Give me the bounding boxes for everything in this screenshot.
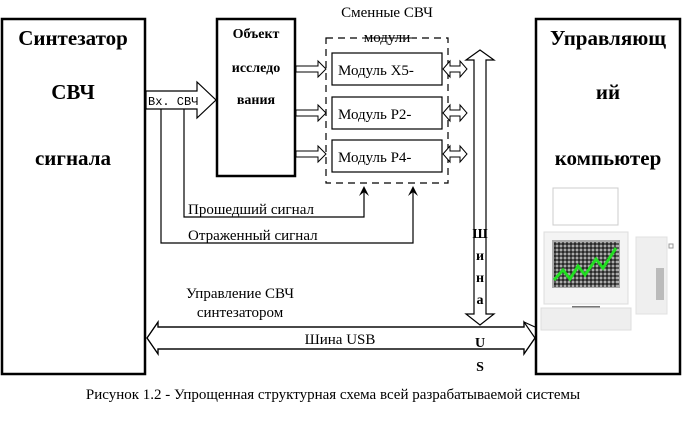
usb-control-label-2: синтезатором — [197, 305, 284, 321]
object-module-arrows — [295, 59, 327, 164]
object-label-3: вания — [237, 93, 276, 108]
keyboard-icon — [540, 307, 632, 331]
usb-control-label-1: Управление СВЧ — [186, 286, 294, 302]
bus-letter: и — [476, 249, 484, 264]
synthesizer-block: Синтезатор СВЧ сигнала — [0, 17, 147, 376]
usb-label: Шина USB — [305, 332, 376, 348]
modules-group-title-1: Сменные СВЧ — [341, 5, 433, 21]
object-label-2: исследо — [232, 61, 280, 76]
input-arrow: Вх. СВЧ — [145, 80, 217, 120]
bus-letter: а — [477, 293, 484, 308]
bus-letter: Ш — [472, 227, 488, 242]
object-label-1: Объект — [233, 27, 280, 42]
synthesizer-label-1: Синтезатор — [18, 26, 128, 50]
bus-letter: н — [476, 271, 484, 286]
usb-bus-arrow: Управление СВЧ синтезатором Шина USB — [146, 286, 536, 356]
computer-block: Управляющ ий компьютер — [534, 17, 682, 376]
computer-illustration — [540, 187, 674, 331]
input-label: Вх. СВЧ — [148, 95, 198, 109]
module-label: Модуль P2- — [338, 107, 411, 123]
computer-label-2: ий — [596, 80, 620, 104]
computer-label-3: компьютер — [555, 146, 662, 170]
figure-caption: Рисунок 1.2 - Упрощенная структурная схе… — [86, 387, 580, 403]
bus-letter: U — [475, 336, 485, 351]
synthesizer-label-2: СВЧ — [51, 80, 95, 104]
bus-letter: S — [476, 360, 484, 375]
vertical-bus-arrow: Ш и н а U S — [464, 49, 496, 375]
module-label: Модуль P4- — [338, 150, 411, 166]
passed-signal-label: Прошедший сигнал — [188, 202, 314, 218]
computer-label-1: Управляющ — [550, 26, 666, 50]
module-box — [331, 52, 443, 86]
passed-signal-line: Прошедший сигнал — [183, 109, 369, 218]
object-block: Объект исследо вания — [215, 17, 297, 178]
paper-icon — [552, 187, 619, 226]
module-bus-arrows — [442, 59, 468, 164]
reflected-signal-label: Отраженный сигнал — [188, 228, 318, 244]
synthesizer-label-3: сигнала — [35, 146, 112, 170]
reflected-signal-line: Отраженный сигнал — [160, 109, 418, 244]
module-label: Модуль X5- — [338, 63, 414, 79]
graph-line — [552, 247, 618, 282]
module-box — [331, 96, 443, 130]
modules-group: Сменные СВЧ модули Модуль X5- Модуль P2-… — [325, 5, 449, 184]
module-box — [331, 139, 443, 173]
